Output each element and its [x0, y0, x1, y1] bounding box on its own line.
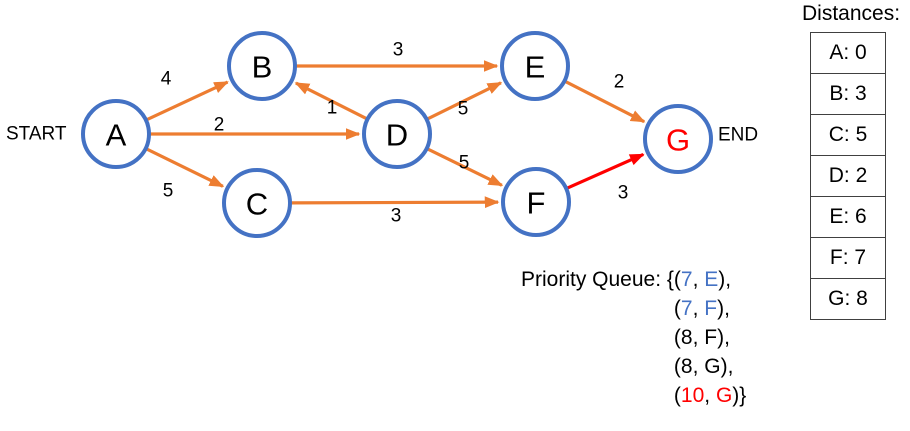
- priority-queue-entry: Priority Queue: {(8, G),: [521, 352, 746, 381]
- priority-queue-entry: Priority Queue: {(7, F),: [521, 294, 746, 323]
- edge-weight-b-e: 3: [393, 40, 404, 61]
- node-label-a: A: [106, 118, 127, 153]
- node-label-c: C: [246, 187, 268, 222]
- distances-cell: E: 6: [810, 196, 886, 238]
- edge-weight-d-f: 5: [459, 153, 470, 174]
- edge-a-b: [146, 80, 229, 122]
- pq-open-paren: (: [673, 384, 681, 407]
- pq-close-paren: ),: [717, 297, 730, 320]
- priority-queue-title: Priority Queue: {: [521, 268, 674, 291]
- edge-e-g: [564, 80, 646, 124]
- pq-open-paren: (: [673, 355, 681, 378]
- graph-node-c[interactable]: C: [222, 168, 292, 238]
- priority-queue-entry: Priority Queue: {(8, F),: [521, 323, 746, 352]
- node-label-f: F: [527, 186, 546, 221]
- pq-separator: ,: [692, 297, 705, 320]
- distances-cell: A: 0: [810, 32, 886, 74]
- priority-queue-entry: Priority Queue: {(7, E),: [521, 265, 746, 294]
- node-circle-a: [81, 99, 151, 169]
- pq-separator: ,: [692, 326, 705, 349]
- distances-cell: D: 2: [810, 155, 886, 197]
- distances-cell: F: 7: [810, 237, 886, 279]
- node-circle-d: [362, 99, 432, 169]
- start-label: START: [6, 124, 67, 145]
- distances-row: A: 0: [810, 32, 886, 74]
- pq-close-paren: ),: [717, 326, 730, 349]
- node-circle-b: [227, 31, 297, 101]
- pq-node-name: F: [704, 297, 718, 320]
- edges-layer: [145, 60, 646, 209]
- node-label-e: E: [525, 50, 546, 85]
- distances-cell: B: 3: [810, 73, 886, 115]
- edge-weights-layer: 4 2 5 1 3 5 3 5 2 3: [161, 40, 629, 227]
- distances-row: E: 6: [810, 196, 886, 238]
- pq-priority-value: 8: [680, 355, 693, 378]
- pq-open-paren: (: [673, 297, 681, 320]
- pq-node-name: F: [704, 326, 718, 349]
- edge-weight-c-f: 3: [391, 206, 402, 227]
- distances-title: Distances:: [802, 2, 901, 25]
- graph-node-d[interactable]: D: [362, 99, 432, 169]
- distances-row: D: 2: [810, 155, 886, 197]
- graph-node-f[interactable]: F: [501, 167, 571, 237]
- pq-close-paren: )}: [732, 384, 747, 407]
- pq-node-name: E: [704, 268, 719, 291]
- node-label-d: D: [386, 118, 408, 153]
- distances-cell: G: 8: [810, 278, 886, 320]
- end-label: END: [718, 125, 758, 146]
- edge-d-e: [426, 81, 503, 121]
- pq-node-name: G: [715, 384, 733, 407]
- node-circle-f: [501, 167, 571, 237]
- nodes-layer: A B C D E F G: [81, 31, 713, 238]
- edge-weight-f-g: 3: [618, 183, 629, 204]
- pq-close-paren: ),: [720, 355, 734, 378]
- pq-open-paren: (: [673, 326, 681, 349]
- distances-row: G: 8: [810, 278, 886, 320]
- pq-priority-value: 7: [680, 268, 693, 291]
- pq-priority-value: 8: [680, 326, 693, 349]
- edge-weight-a-b: 4: [161, 69, 172, 90]
- distances-row: F: 7: [810, 237, 886, 279]
- node-circle-g: [643, 104, 713, 174]
- graph-node-a[interactable]: A: [81, 99, 151, 169]
- distances-cell: C: 5: [810, 114, 886, 156]
- distances-row: B: 3: [810, 73, 886, 115]
- edge-weight-a-c: 5: [163, 181, 174, 202]
- edge-c-f: [290, 196, 500, 209]
- pq-open-paren: (: [673, 268, 681, 291]
- pq-priority-value: 10: [680, 384, 705, 407]
- priority-queue-entry: Priority Queue: {(10, G)}: [521, 381, 746, 410]
- pq-close-paren: ),: [718, 268, 732, 291]
- edge-weight-a-d: 2: [214, 115, 225, 136]
- pq-node-name: G: [704, 355, 721, 378]
- edge-d-f: [426, 147, 504, 187]
- graph-node-e[interactable]: E: [500, 31, 570, 101]
- edge-weight-d-e: 5: [458, 99, 469, 120]
- node-circle-c: [222, 168, 292, 238]
- edge-weight-e-g: 2: [614, 72, 625, 93]
- graph-node-g[interactable]: G: [643, 104, 713, 174]
- edge-weight-d-b: 1: [327, 98, 338, 119]
- pq-separator: ,: [692, 268, 705, 291]
- pq-priority-value: 7: [680, 297, 693, 320]
- priority-queue-block: Priority Queue: {(7, E),Priority Queue: …: [521, 265, 746, 410]
- pq-separator: ,: [692, 355, 705, 378]
- edge-a-c: [145, 147, 225, 188]
- pq-separator: ,: [704, 384, 716, 407]
- distances-row: C: 5: [810, 114, 886, 156]
- node-label-b: B: [252, 50, 273, 85]
- graph-node-b[interactable]: B: [227, 31, 297, 101]
- edge-d-b: [294, 81, 368, 121]
- node-circle-e: [500, 31, 570, 101]
- edge-f-g: [566, 152, 645, 190]
- node-label-g: G: [666, 123, 690, 158]
